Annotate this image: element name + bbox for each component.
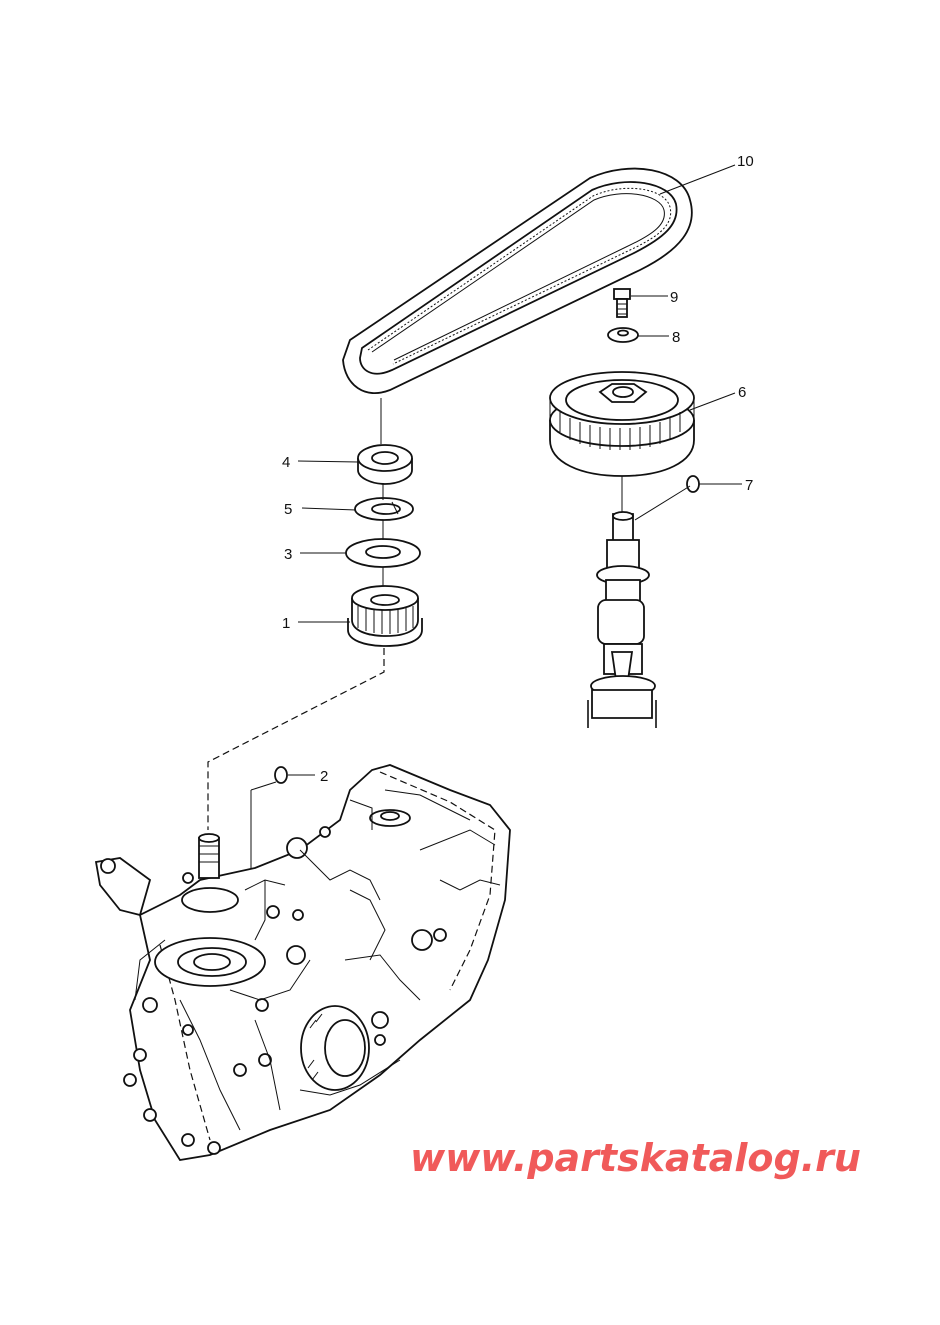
plate-washer[interactable] — [345, 538, 421, 568]
pin[interactable] — [686, 475, 700, 493]
crankshaft-pulley[interactable] — [347, 585, 423, 647]
camshaft[interactable] — [587, 511, 657, 728]
svg-text:1: 1 — [282, 615, 290, 632]
callout-5: 5 — [284, 501, 357, 518]
svg-text:8: 8 — [672, 329, 680, 346]
nut[interactable] — [357, 444, 413, 485]
callout-3: 3 — [284, 546, 346, 563]
timing-belt[interactable] — [342, 167, 693, 395]
washer[interactable] — [607, 327, 639, 343]
svg-text:3: 3 — [284, 546, 292, 563]
svg-text:4: 4 — [282, 454, 290, 471]
callout-8: 8 — [638, 329, 680, 346]
engine-block — [94, 764, 511, 1161]
bolt[interactable] — [613, 288, 631, 318]
callout-4: 4 — [282, 454, 359, 471]
callout-9: 9 — [631, 289, 678, 306]
svg-text:6: 6 — [738, 384, 746, 401]
callout-6: 6 — [689, 384, 746, 411]
svg-text:10: 10 — [737, 153, 754, 170]
svg-text:5: 5 — [284, 501, 292, 518]
svg-text:7: 7 — [745, 477, 753, 494]
camshaft-pulley[interactable] — [549, 371, 695, 477]
watermark-text: www.partskatalog.ru — [410, 1136, 861, 1180]
svg-text:2: 2 — [320, 768, 328, 785]
alignment-lines — [207, 398, 385, 830]
callout-2: 2 — [250, 768, 328, 872]
lock-washer[interactable] — [354, 497, 414, 521]
svg-text:9: 9 — [670, 289, 678, 306]
woodruff-key[interactable] — [274, 766, 288, 784]
callout-10: 10 — [659, 153, 754, 195]
callout-7: 7 — [699, 477, 753, 494]
callout-1: 1 — [282, 615, 350, 632]
